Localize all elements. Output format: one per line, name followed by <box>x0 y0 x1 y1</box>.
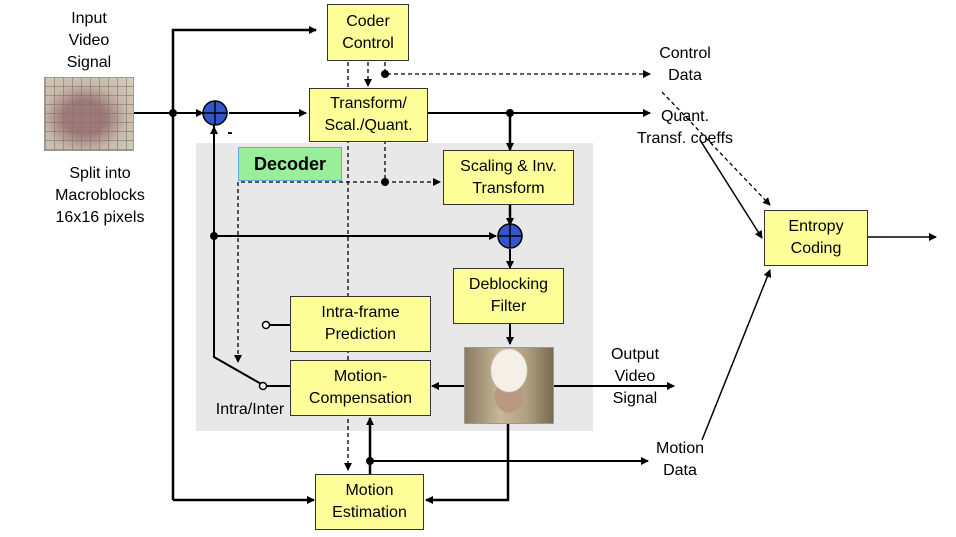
output-image <box>464 347 554 424</box>
entropy-coding-block: Entropy Coding <box>764 210 868 266</box>
ctrl-to-switch <box>234 181 385 363</box>
pic-to-me <box>425 424 510 504</box>
output-label: Output Video Signal <box>610 346 660 407</box>
ctrl-to-scaling <box>384 140 441 186</box>
deblocking-block: Deblocking Filter <box>453 268 564 324</box>
coder-control-block: Coder Control <box>327 4 409 61</box>
coeff-to-entropy <box>699 139 763 239</box>
motion-to-entropy <box>701 269 772 441</box>
input-label: Input Video Signal <box>66 10 112 71</box>
split-label: Split into Macroblocks 16x16 pixels <box>55 165 145 226</box>
motion-data-label: Motion Data <box>655 440 705 479</box>
input-bus <box>171 26 317 500</box>
ctrl-data <box>384 62 651 78</box>
decoder-label: Decoder <box>238 147 342 181</box>
input-image <box>44 77 134 151</box>
intra-prediction-block: Intra-frame Prediction <box>290 296 431 352</box>
adder-icon <box>202 100 228 126</box>
minus-sign: - <box>227 124 233 141</box>
scaling-block: Scaling & Inv. Transform <box>443 150 574 205</box>
ctrl-to-entropy <box>661 91 771 206</box>
motion-estimation-block: Motion Estimation <box>315 474 424 530</box>
control-data-label: Control Data <box>659 45 711 84</box>
intra-inter-label: Intra/Inter <box>215 401 285 418</box>
adder-icon <box>497 223 523 249</box>
motion-compensation-block: Motion- Compensation <box>290 360 431 416</box>
transform-block: Transform/ Scal./Quant. <box>309 88 428 142</box>
quant-label: Quant. Transf. coeffs <box>636 108 734 147</box>
